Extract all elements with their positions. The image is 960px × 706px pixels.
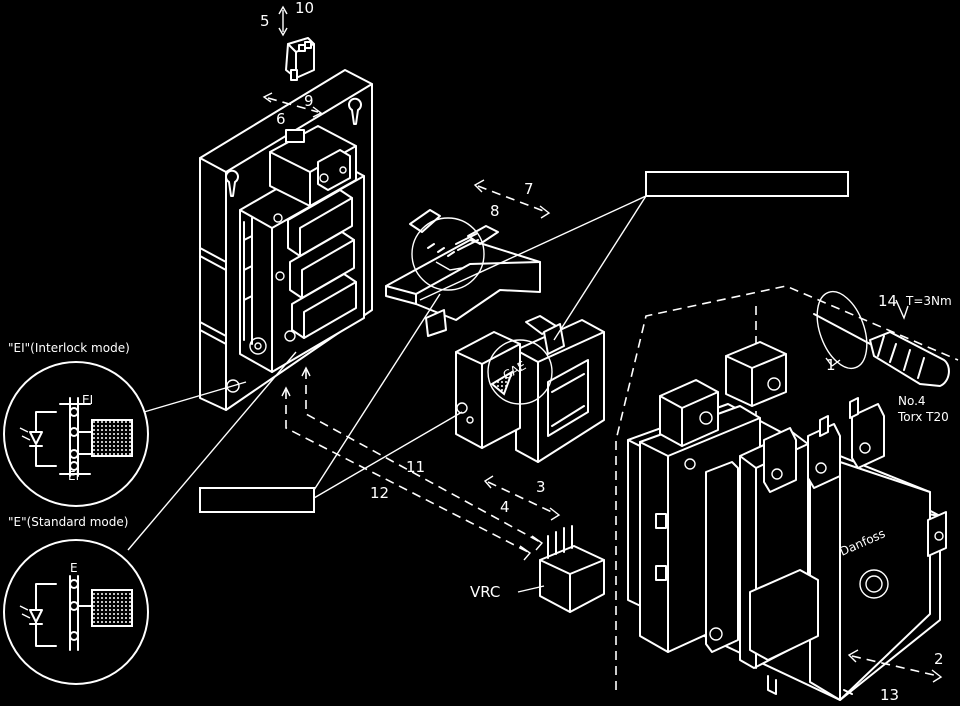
plug-connector: [285, 37, 315, 81]
callout-3: 3: [536, 478, 546, 496]
interlock-mode-detail: [3, 361, 149, 507]
callout-4: 4: [500, 498, 510, 516]
callout-14: 14: [878, 292, 897, 310]
vrc-module: [517, 525, 605, 613]
ei-mark-lower: EI: [68, 469, 79, 483]
callout-13: 13: [880, 686, 899, 704]
route-11-12: [281, 366, 544, 561]
callout-9: 9: [304, 92, 314, 110]
screwdriver: [813, 290, 950, 387]
tool-type-label: Torx T20: [897, 410, 949, 424]
standard-mode-label: "E"(Standard mode): [8, 515, 128, 529]
callout-8: 8: [490, 202, 500, 220]
coil-arrows: [483, 475, 561, 521]
callout-10: 10: [295, 0, 314, 17]
callout-6: 6: [276, 110, 286, 128]
leader-lines: [127, 195, 647, 551]
coil-unit: [455, 315, 605, 463]
callout-2: 2: [934, 650, 944, 668]
callout-12: 12: [370, 484, 389, 502]
callout-11: 11: [406, 458, 425, 476]
callout-5: 5: [260, 12, 270, 30]
label-box-lower: [199, 487, 315, 513]
ei-mark-upper: EI: [82, 393, 93, 407]
callout-1: 1: [826, 356, 836, 374]
e-mark: E: [70, 561, 78, 575]
interlock-mode-label: "EI"(Interlock mode): [8, 341, 130, 355]
interlock-bracket: [385, 209, 541, 337]
tool-number-label: No.4: [898, 394, 926, 408]
plug-arrow: [278, 5, 288, 37]
bracket-arrows: [473, 179, 551, 219]
interlock-module: [239, 157, 365, 373]
vrc-label: VRC: [470, 583, 500, 601]
auxiliary-block-top: [269, 125, 357, 207]
contactor-arrows: [847, 649, 943, 683]
contactor-body: [627, 341, 947, 701]
callout-7: 7: [524, 180, 534, 198]
label-box-upper: [645, 171, 849, 197]
slide-arrows-top: [262, 92, 323, 118]
standard-mode-detail: [3, 539, 149, 685]
torque-label: T=3Nm: [905, 294, 952, 308]
